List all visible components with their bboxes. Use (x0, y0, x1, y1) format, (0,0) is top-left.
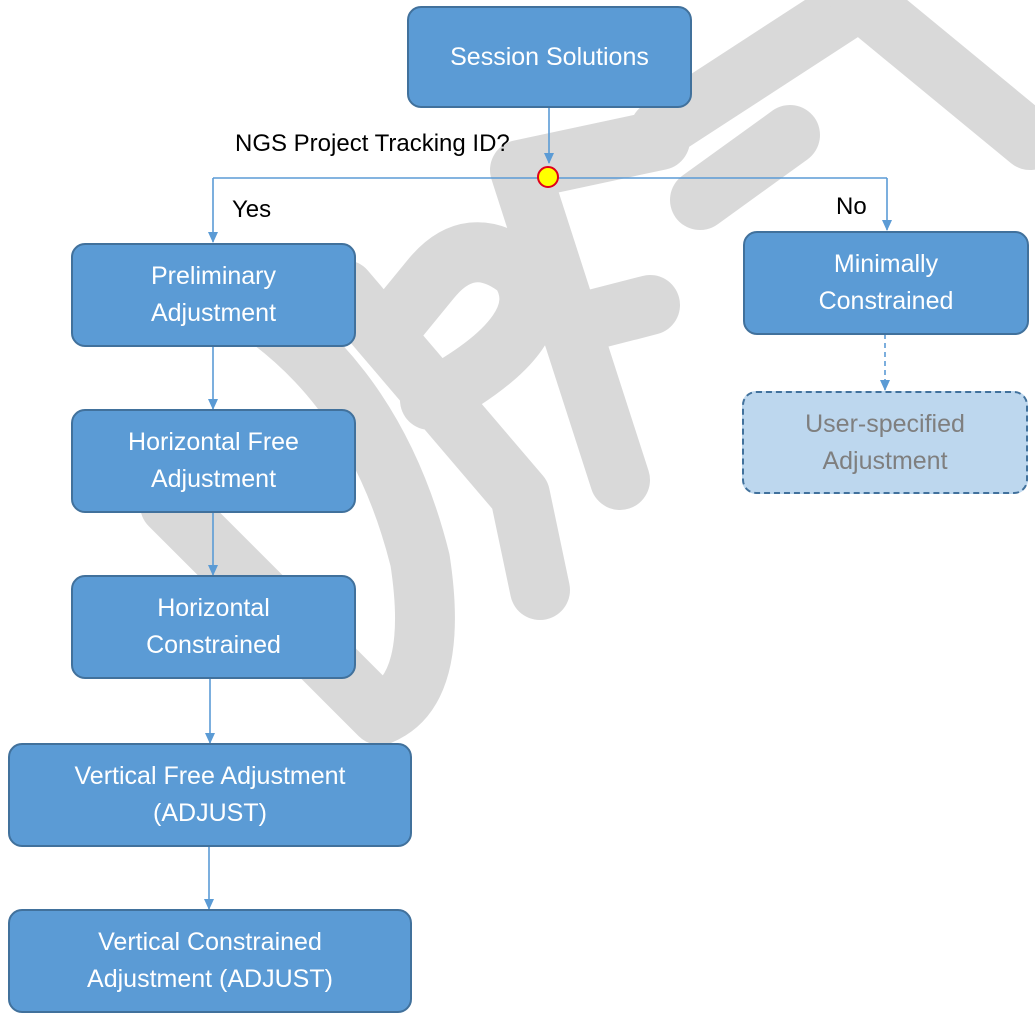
minimally-constrained-box[interactable]: Minimally Constrained (743, 231, 1029, 335)
vertical-constrained-adjustment-label-line2: Adjustment (ADJUST) (87, 965, 333, 993)
vertical-constrained-adjustment-box[interactable]: Vertical Constrained Adjustment (ADJUST) (8, 909, 412, 1013)
vertical-free-adjustment-box[interactable]: Vertical Free Adjustment (ADJUST) (8, 743, 412, 847)
user-specified-adjustment-label-line2: Adjustment (822, 446, 948, 475)
preliminary-adjustment-label-line2: Adjustment (150, 299, 277, 327)
vertical-free-adjustment-label-line1: Vertical Free Adjustment (74, 762, 346, 790)
horizontal-free-adjustment-label-line1: Horizontal Free (128, 428, 299, 456)
horizontal-free-adjustment-label-line2: Adjustment (150, 465, 277, 493)
vertical-free-adjustment-label-line2: (ADJUST) (153, 799, 267, 827)
horizontal-constrained-box[interactable]: Horizontal Constrained (71, 575, 356, 679)
vertical-constrained-adjustment-label-line1: Vertical Constrained (98, 928, 322, 956)
watermark-letter-a (490, 110, 690, 510)
horizontal-constrained-label-line2: Constrained (146, 631, 281, 659)
session-solutions-box[interactable]: Session Solutions (407, 6, 692, 108)
watermark-letter-t (830, 0, 1035, 170)
preliminary-adjustment-box[interactable]: Preliminary Adjustment (71, 243, 356, 347)
horizontal-free-adjustment-box[interactable]: Horizontal Free Adjustment (71, 409, 356, 513)
user-specified-adjustment-label-line1: User-specified (805, 409, 965, 438)
user-specified-adjustment-box[interactable]: User-specified Adjustment (742, 391, 1028, 494)
yes-branch-label: Yes (232, 196, 272, 223)
preliminary-adjustment-label-line1: Preliminary (150, 262, 277, 290)
minimally-constrained-label-line2: Constrained (818, 287, 954, 315)
horizontal-constrained-label-line1: Horizontal (157, 594, 270, 622)
session-solutions-label: Session Solutions (450, 42, 649, 71)
minimally-constrained-label-line1: Minimally (833, 250, 939, 278)
watermark-letter-f (630, 0, 890, 230)
no-branch-label: No (836, 193, 867, 220)
decision-question-label: NGS Project Tracking ID? (235, 130, 510, 157)
decision-point-icon (537, 166, 559, 188)
